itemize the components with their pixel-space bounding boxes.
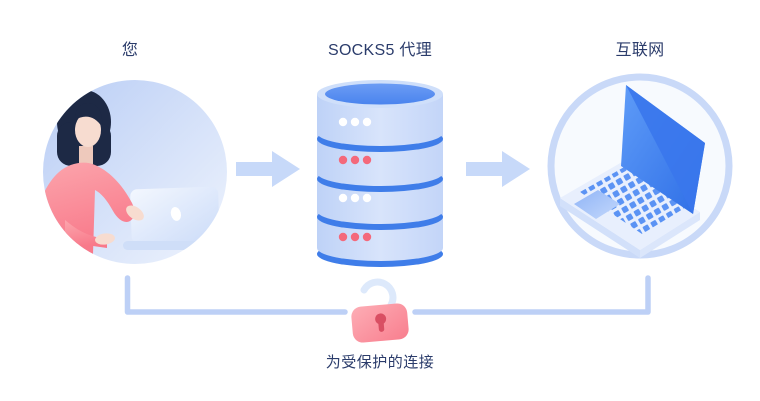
- user-node-label: 您: [121, 42, 139, 59]
- internet-laptop: [560, 85, 705, 258]
- proxy-server-illustration: [317, 80, 443, 267]
- database-status-dots: [338, 117, 372, 242]
- laptop-logo-dot: [170, 207, 182, 221]
- lock-shackle: [360, 278, 397, 309]
- arrow-right-icon: [236, 151, 300, 187]
- open-padlock-icon: [351, 278, 409, 343]
- person-hand-typing: [126, 205, 144, 221]
- person-hair-fringe: [75, 102, 103, 127]
- internet-illustration: [547, 73, 733, 259]
- protected-connection-line: [124, 275, 651, 315]
- person-neck: [79, 146, 93, 164]
- database-top-face: [325, 83, 435, 105]
- proxy-node-label: SOCKS5 代理: [327, 42, 433, 59]
- protected-connection-caption: 为受保护的连接: [325, 354, 435, 371]
- user-illustration: [43, 80, 227, 264]
- lock-keyhole: [375, 313, 387, 325]
- laptop-touchpad: [574, 190, 620, 219]
- internet-node-label: 互联网: [615, 42, 665, 59]
- arrow-right-icon: [466, 151, 530, 187]
- person-hand-resting: [95, 233, 115, 245]
- person-face: [75, 113, 101, 147]
- laptop-keyboard: [580, 166, 688, 234]
- database-separator-bands: [317, 120, 443, 230]
